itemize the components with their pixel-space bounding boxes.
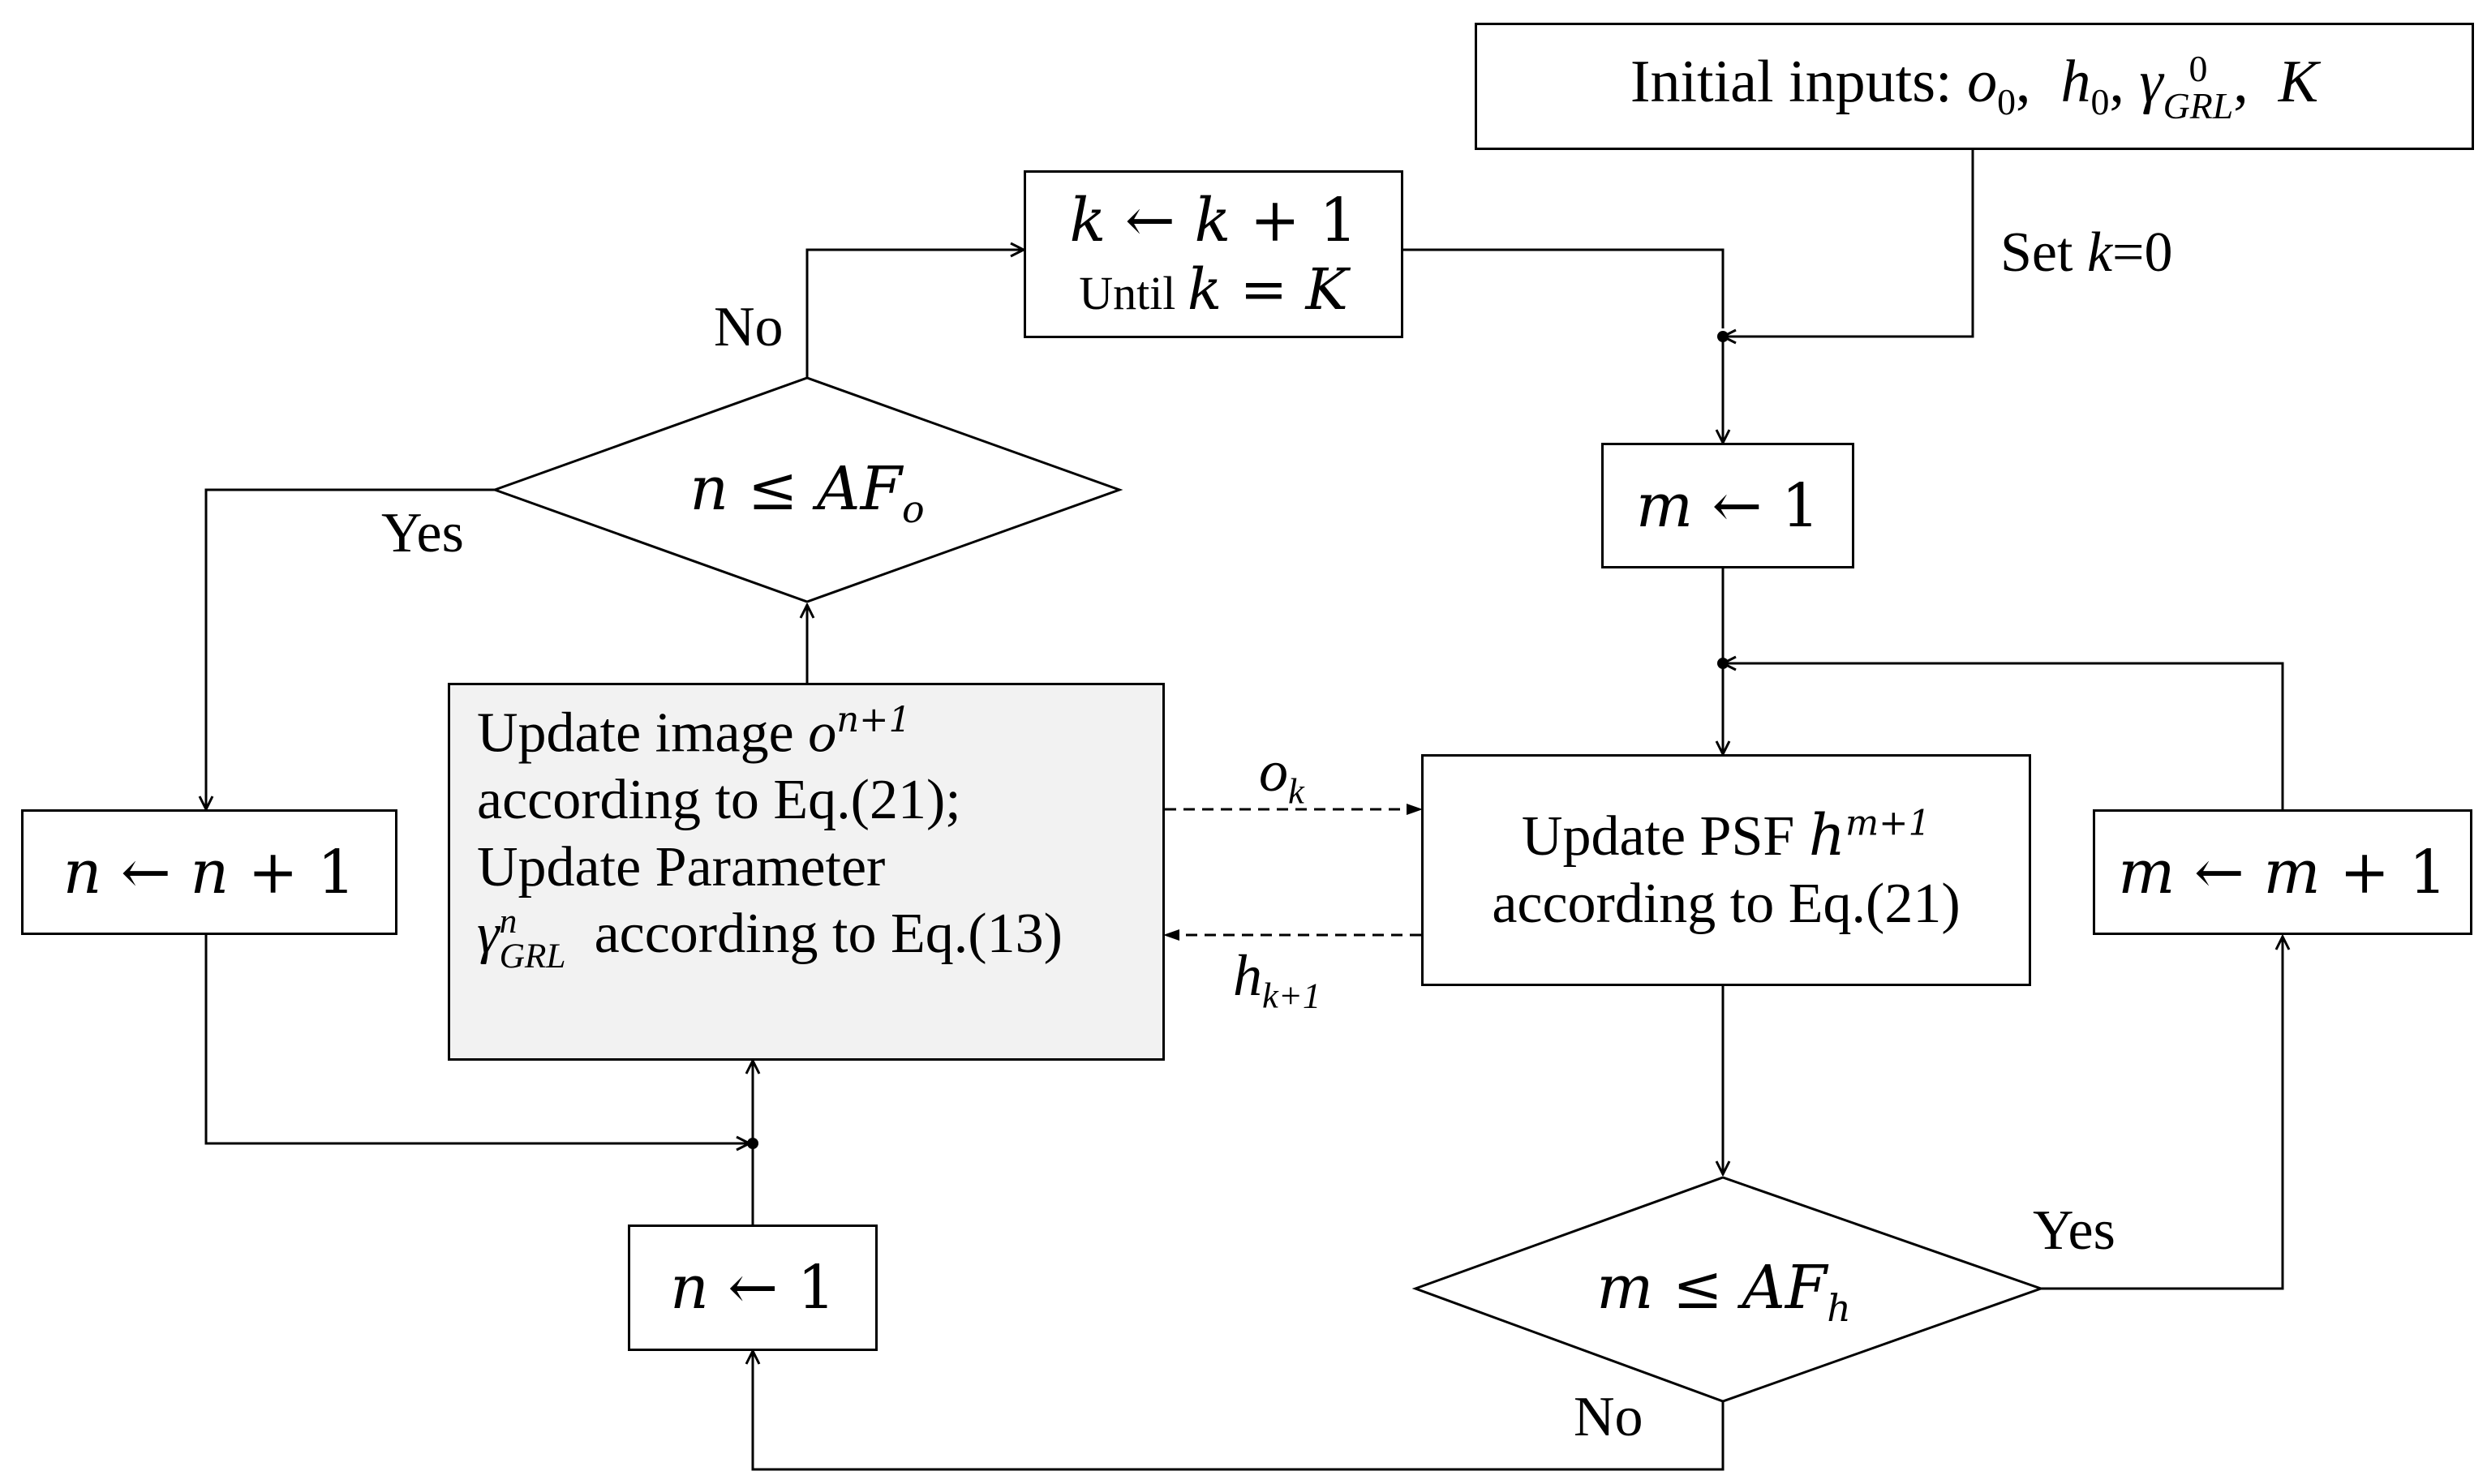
- n-update-text: n ← n + 1: [63, 838, 356, 907]
- sup-gamma: 0: [2188, 48, 2208, 90]
- eq13-text: according to Eq.(13): [565, 903, 1063, 966]
- var-m-upd2: m: [2263, 837, 2321, 907]
- var-k: k: [1069, 185, 1106, 255]
- junction-dot-loop: [1717, 658, 1729, 669]
- set-label: Set: [2000, 221, 2087, 284]
- image-update-box: Update image on+1 according to Eq.(21); …: [448, 683, 1165, 1061]
- m-init-rest: ← 1: [1693, 470, 1820, 541]
- connector-m-no: [753, 1351, 1725, 1471]
- var-n2: n: [190, 837, 230, 907]
- update-psf-label: Update PSF: [1521, 805, 1809, 869]
- sup-h: m+1: [1845, 804, 1931, 845]
- until-K: K: [1305, 255, 1348, 323]
- ok-label: ok: [1259, 738, 1304, 812]
- n-check-var: n: [689, 454, 729, 524]
- hk-var: h: [1233, 943, 1262, 1008]
- image-update-line3: Update Parameter: [477, 835, 886, 899]
- n-init-box: n ← 1: [628, 1225, 878, 1351]
- m-update-text: m ← m + 1: [2118, 838, 2447, 907]
- connector-kbox-to-junction: [1403, 248, 1725, 328]
- psf-update-line2: according to Eq.(21): [1492, 873, 1961, 935]
- var-h0: h: [2060, 49, 2091, 116]
- yes-label-left: Yes: [381, 502, 464, 564]
- m-check-text: m ≤ AFh: [1549, 1253, 1898, 1330]
- image-update-line1: Update image on+1: [477, 700, 1162, 767]
- m-check-af: AF: [1742, 1253, 1828, 1323]
- k-plus-one: + 1: [1231, 185, 1358, 255]
- var-K: K: [2278, 49, 2319, 116]
- sup-o: n+1: [836, 700, 912, 740]
- psf-update-line1: Update PSF hm+1: [1522, 802, 1931, 871]
- var-h: h: [1808, 802, 1845, 869]
- m-check-var: m: [1596, 1253, 1654, 1323]
- set-k-value: =0: [2112, 221, 2173, 284]
- connector-m-yes: [2041, 937, 2283, 1290]
- m-init-box: m ← 1: [1601, 443, 1854, 568]
- n-check-le: ≤: [728, 454, 818, 524]
- m-check-diamond: [1411, 1176, 2045, 1403]
- n-plus-one: + 1: [229, 837, 356, 907]
- m-check-sub: h: [1827, 1285, 1851, 1330]
- var-m-upd: m: [2118, 837, 2176, 907]
- sub-gamma-n: GRL: [499, 937, 566, 976]
- n-check-sub: o: [901, 487, 925, 531]
- m-plus-one: + 1: [2320, 837, 2447, 907]
- k-arrow: ←: [1106, 185, 1195, 255]
- var-n-init: n: [670, 1253, 709, 1323]
- hk-sub: k+1: [1262, 975, 1321, 1016]
- n-arrow: ←: [101, 837, 191, 907]
- connector-m-update-to-loop: [1723, 663, 2284, 809]
- until-eq: =: [1222, 255, 1306, 323]
- n-init-rest: ← 1: [708, 1253, 835, 1323]
- m-arrow: ←: [2175, 837, 2264, 907]
- set-k-var: k: [2086, 221, 2113, 284]
- update-image-label: Update image: [477, 701, 809, 765]
- m-init-text: m ← 1: [1636, 471, 1819, 541]
- n-check-af: AF: [817, 454, 902, 524]
- ok-var: o: [1259, 739, 1288, 804]
- n-init-text: n ← 1: [670, 1253, 835, 1323]
- var-m: m: [1635, 470, 1694, 541]
- hk-label: hk+1: [1233, 942, 1321, 1016]
- junction-dot-left: [747, 1138, 758, 1149]
- var-o0: o: [1967, 49, 1998, 116]
- junction-dot-top: [1717, 331, 1729, 342]
- sub-gamma: GRL: [2163, 85, 2234, 127]
- k-update-line1: k ← k + 1: [1070, 186, 1358, 256]
- k-update-line2: Until k = K: [1079, 256, 1348, 324]
- connector-n-update-to-junction: [204, 935, 750, 1143]
- sup-gamma-n: n: [499, 901, 518, 941]
- initial-inputs-label: Initial inputs:: [1630, 49, 1968, 116]
- var-k2: k: [1194, 185, 1231, 255]
- var-n: n: [62, 837, 102, 907]
- n-update-box: n ← n + 1: [21, 809, 397, 935]
- sub-o0: 0: [1997, 80, 2016, 122]
- image-update-line2: according to Eq.(21);: [477, 768, 961, 831]
- var-o: o: [808, 701, 837, 765]
- var-gamma: γ: [2139, 49, 2163, 116]
- m-check-le: ≤: [1653, 1253, 1742, 1323]
- sub-h0: 0: [2090, 80, 2110, 122]
- set-k-label: Set k=0: [2000, 221, 2173, 285]
- n-check-text: n ≤ AFo: [633, 454, 981, 531]
- connector-initial-to-junction: [1723, 150, 1974, 337]
- until-label: Until: [1079, 266, 1188, 320]
- n-check-diamond: [491, 376, 1123, 603]
- psf-update-box: Update PSF hm+1 according to Eq.(21): [1421, 754, 2031, 986]
- connector-n-yes: [206, 488, 495, 809]
- connector-n-no: [805, 250, 1024, 378]
- ok-sub: k: [1288, 770, 1304, 812]
- no-label-bottom: No: [1574, 1386, 1643, 1448]
- yes-label-right: Yes: [2033, 1199, 2115, 1262]
- var-gamma-n: γ: [477, 903, 500, 966]
- until-k: k: [1187, 255, 1222, 323]
- k-update-box: k ← k + 1 Until k = K: [1024, 170, 1403, 338]
- no-label-top: No: [714, 296, 784, 358]
- m-update-box: m ← m + 1: [2093, 809, 2472, 935]
